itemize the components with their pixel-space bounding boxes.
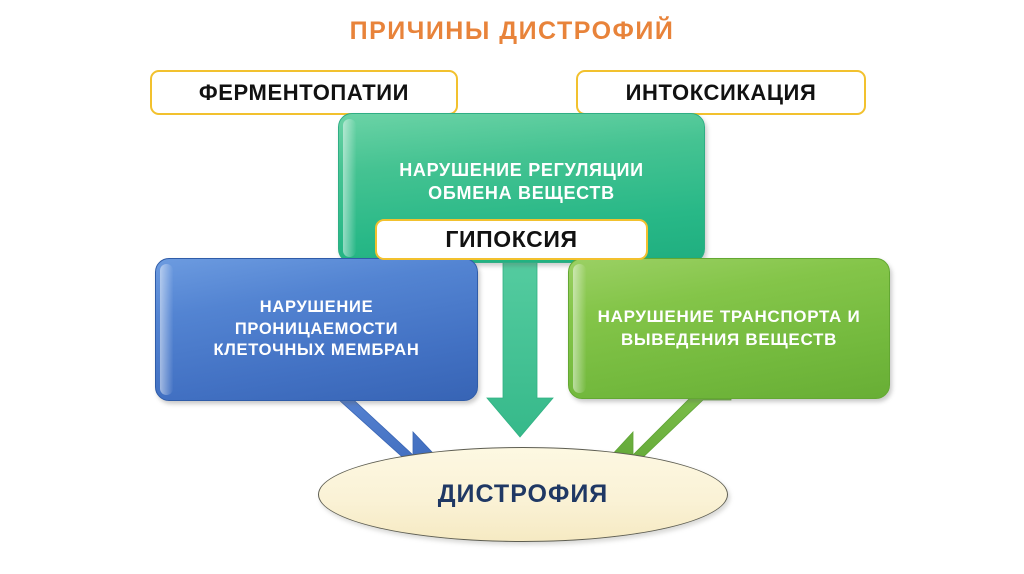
mechanism-text-transport: НАРУШЕНИЕ ТРАНСПОРТА И ВЫВЕДЕНИЯ ВЕЩЕСТВ	[569, 306, 889, 350]
mechanism-text-regulation: НАРУШЕНИЕ РЕГУЛЯЦИИ ОБМЕНА ВЕЩЕСТВ	[339, 159, 704, 206]
mechanism-regulation-line-1: НАРУШЕНИЕ РЕГУЛЯЦИИ	[399, 160, 644, 180]
cause-label-intoxication: ИНТОКСИКАЦИЯ	[625, 79, 817, 105]
mechanism-regulation-line-2: ОБМЕНА ВЕЩЕСТВ	[428, 183, 615, 204]
cause-box-enzymopathy[interactable]: ФЕРМЕНТОПАТИИ	[150, 70, 458, 115]
result-ellipse-dystrophy[interactable]: ДИСТРОФИЯ	[318, 447, 728, 542]
mechanism-text-membranes: НАРУШЕНИЕ ПРОНИЦАЕМОСТИ КЛЕТОЧНЫХ МЕМБРА…	[156, 297, 477, 361]
arrow-regulation-to-dystrophy	[486, 257, 554, 438]
mechanism-membranes-line-3: КЛЕТОЧНЫХ МЕМБРАН	[213, 341, 420, 360]
mechanism-card-membranes[interactable]: НАРУШЕНИЕ ПРОНИЦАЕМОСТИ КЛЕТОЧНЫХ МЕМБРА…	[155, 258, 478, 401]
result-label: ДИСТРОФИЯ	[437, 480, 609, 508]
mechanism-membranes-line-2: ПРОНИЦАЕМОСТИ	[234, 319, 399, 338]
page-title: ПРИЧИНЫ ДИСТРОФИЙ	[349, 17, 675, 45]
cause-box-intoxication[interactable]: ИНТОКСИКАЦИЯ	[576, 70, 866, 115]
mechanism-transport-line-1: НАРУШЕНИЕ ТРАНСПОРТА И	[597, 307, 861, 327]
mechanism-card-transport[interactable]: НАРУШЕНИЕ ТРАНСПОРТА И ВЫВЕДЕНИЯ ВЕЩЕСТВ	[568, 258, 890, 399]
cause-label-hypoxia: ГИПОКСИЯ	[445, 226, 578, 252]
cause-box-hypoxia[interactable]: ГИПОКСИЯ	[375, 219, 648, 260]
mechanism-membranes-line-1: НАРУШЕНИЕ	[259, 298, 374, 317]
cause-label-enzymopathy: ФЕРМЕНТОПАТИИ	[198, 79, 410, 105]
mechanism-transport-line-2: ВЫВЕДЕНИЯ ВЕЩЕСТВ	[620, 329, 838, 349]
